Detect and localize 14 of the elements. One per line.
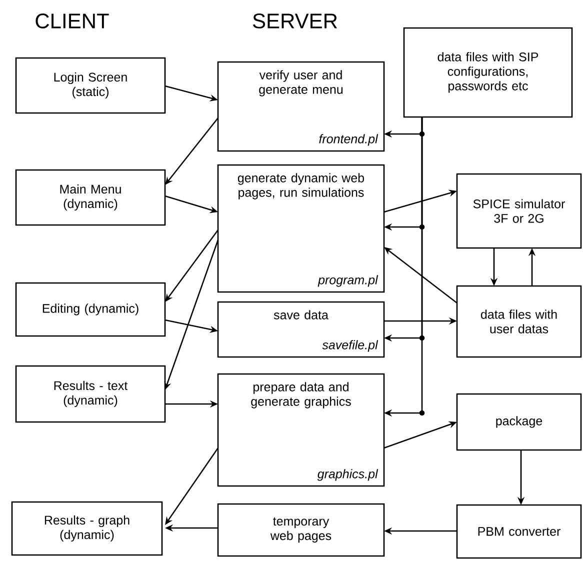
- component-box: data files with user datas: [456, 285, 582, 358]
- component-box: PBM converter: [456, 504, 582, 559]
- page-box: Results - text (dynamic): [15, 365, 166, 423]
- page-box: Main Menu (dynamic): [15, 169, 166, 226]
- column-heading: SERVER: [252, 14, 338, 28]
- component-box: SPICE simulator 3F or 2G: [456, 173, 582, 249]
- component-box: package: [456, 393, 582, 451]
- component-box: temporary web pages: [217, 503, 385, 557]
- page-box: Login Screen (static): [15, 57, 166, 114]
- page-box: Editing (dynamic): [15, 282, 166, 337]
- process-box: save data savefile.pl: [217, 301, 385, 358]
- page-box: Results - graph (dynamic): [11, 501, 163, 556]
- component-box: data files with SIP configurations, passwords etc: [403, 27, 573, 118]
- column-heading: CLIENT: [36, 14, 109, 28]
